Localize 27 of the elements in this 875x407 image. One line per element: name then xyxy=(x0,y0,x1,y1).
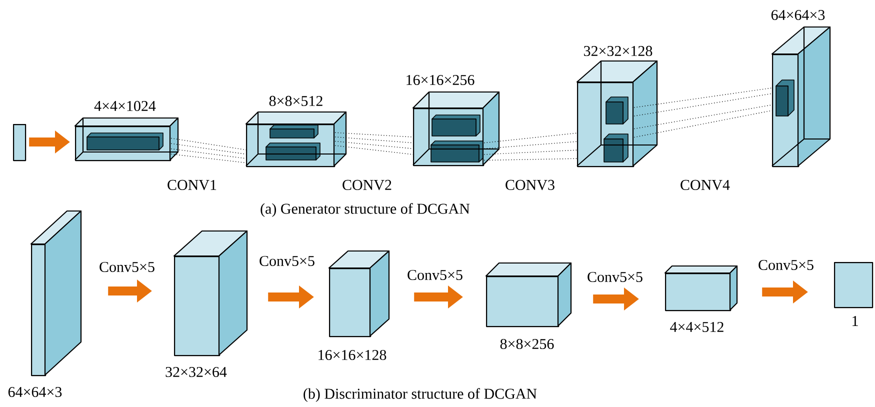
size-label: 64×64×3 xyxy=(8,386,62,398)
input-bar xyxy=(13,124,26,162)
edge-label: Conv5×5 xyxy=(757,258,815,272)
size-label: 32×32×128 xyxy=(584,46,652,56)
dotted-projection-lines xyxy=(634,88,772,138)
edge-label: CONV4 xyxy=(679,178,731,192)
dotted-projection-lines xyxy=(170,138,246,164)
dotted-projection-lines xyxy=(334,132,414,155)
edge-label: CONV3 xyxy=(504,178,556,192)
size-label: 64×64×3 xyxy=(771,10,825,20)
caption: (b) Discriminator structure of DCGAN xyxy=(304,388,537,402)
size-label: 4×4×1024 xyxy=(94,100,156,112)
edge-label: Conv5×5 xyxy=(586,270,644,284)
edge-label: CONV1 xyxy=(166,178,218,192)
size-label: 16×16×256 xyxy=(406,74,474,86)
edge-label: CONV2 xyxy=(341,178,393,192)
edge-label: Conv5×5 xyxy=(406,268,464,282)
dotted-projection-lines xyxy=(484,132,578,161)
size-label: 8×8×256 xyxy=(500,338,554,350)
edge-label: Conv5×5 xyxy=(258,254,316,268)
caption: (a) Generator structure of DCGAN xyxy=(260,203,470,217)
size-label: 16×16×128 xyxy=(318,350,386,360)
size-label: 1 xyxy=(852,316,858,326)
size-label: 4×4×512 xyxy=(670,322,724,332)
edge-label: Conv5×5 xyxy=(98,260,156,274)
size-label: 32×32×64 xyxy=(166,366,227,378)
size-label: 8×8×512 xyxy=(269,96,322,106)
